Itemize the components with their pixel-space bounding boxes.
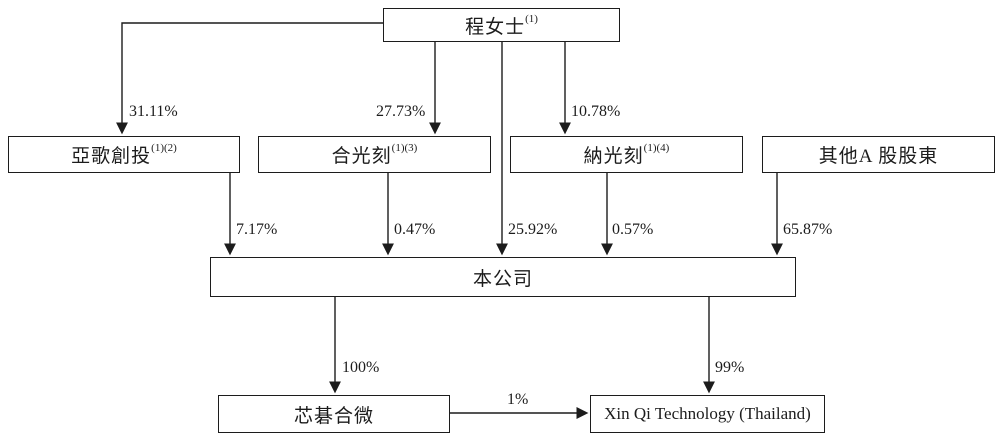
node-xinqi-technology-thailand: Xin Qi Technology (Thailand) [590,395,825,433]
node-ms-cheng-label: 程女士 [465,16,526,38]
pct-company-to-hewei: 100% [342,359,380,376]
node-yage-label: 亞歌創投 [71,146,152,167]
node-xinqi-hewei: 芯碁合微 [218,395,450,433]
node-yage-chuangtou: 亞歌創投(1)(2) [8,136,240,173]
pct-cheng-to-yage: 31.11% [129,103,178,120]
pct-cheng-to-company: 25.92% [508,221,558,238]
node-naguangke-footnote: (1)(4) [643,142,670,154]
node-heguangke: 合光刻(1)(3) [258,136,491,173]
node-naguangke: 納光刻(1)(4) [510,136,743,173]
node-ms-cheng: 程女士(1) [383,8,620,42]
pct-heguangke-to-company: 0.47% [394,221,436,238]
pct-cheng-to-naguangke: 10.78% [571,103,621,120]
node-the-company: 本公司 [210,257,796,297]
edge-cheng-to-yage-line [116,22,383,135]
node-ms-cheng-footnote: (1) [525,12,538,25]
node-yage-footnote: (1)(2) [151,142,177,154]
node-xinqi-hewei-label: 芯碁合微 [293,405,374,427]
pct-yage-to-company: 7.17% [236,221,278,238]
pct-naguangke-to-company: 0.57% [612,221,654,238]
pct-cheng-to-heguangke: 27.73% [376,103,426,120]
pct-hewei-to-thailand: 1% [507,391,529,408]
pct-other-to-company: 65.87% [783,221,833,238]
node-xinqi-thailand-label: Xin Qi Technology (Thailand) [604,404,811,423]
node-other-a-label: 其他A 股股東 [818,146,939,167]
node-the-company-label: 本公司 [472,268,533,290]
pct-company-to-thailand: 99% [715,359,745,376]
node-other-a-shareholders: 其他A 股股東 [762,136,995,173]
node-naguangke-label: 納光刻 [583,146,644,167]
node-heguangke-label: 合光刻 [331,146,392,167]
node-heguangke-footnote: (1)(3) [391,142,418,154]
